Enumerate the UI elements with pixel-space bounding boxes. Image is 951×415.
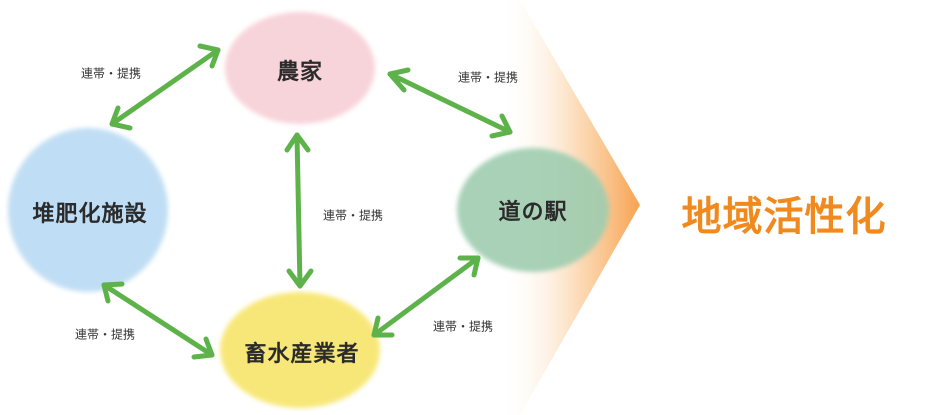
node-livestock-fishery: 畜水産業者 bbox=[244, 336, 359, 368]
link-label-station-livestock: 連帯・提携 bbox=[433, 318, 493, 335]
node-roadside-station: 道の駅 bbox=[498, 194, 567, 226]
result-label: 地域活性化 bbox=[682, 184, 887, 242]
node-compost-facility: 堆肥化施設 bbox=[32, 196, 147, 228]
arrow-farmer-livestock bbox=[287, 135, 311, 286]
arrow-farmer-compost bbox=[112, 46, 218, 128]
link-label-farmer-station: 連帯・提携 bbox=[458, 69, 518, 86]
node-farmer: 農家 bbox=[277, 54, 323, 86]
link-label-farmer-compost: 連帯・提携 bbox=[81, 65, 141, 82]
arrow-compost-livestock bbox=[104, 284, 212, 357]
link-label-farmer-livestock: 連帯・提携 bbox=[323, 207, 383, 224]
link-label-compost-livestock: 連帯・提携 bbox=[75, 326, 135, 343]
